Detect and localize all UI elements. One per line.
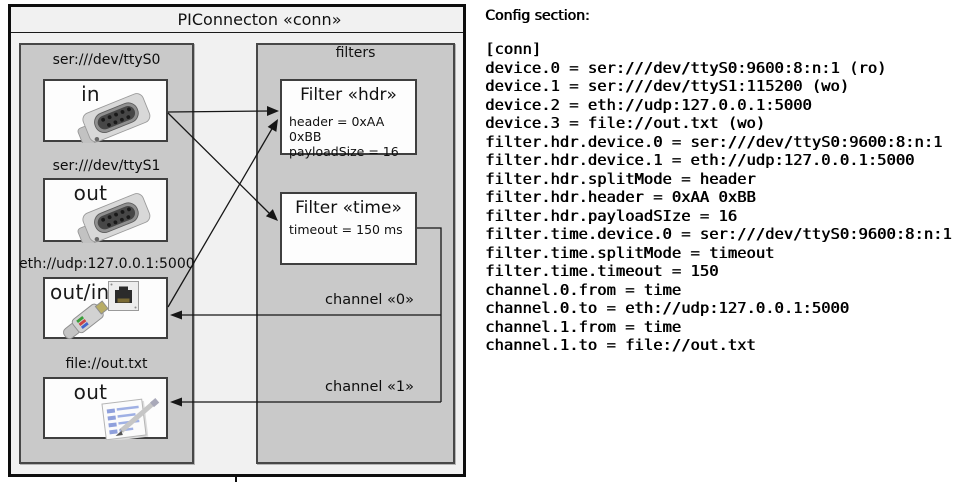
device-label-ttys0: ser:///dev/ttyS0 [52,52,161,68]
device-label-eth: eth://udp:127.0.0.1:5000 [19,256,195,272]
config-line: filter.hdr.payloadSIze = 16 [485,206,737,225]
bottom-connector-tick [235,476,237,482]
note-document-icon [101,398,160,440]
filter-time-box: Filter «time» timeout = 150 ms [280,192,417,265]
config-block: [conn] device.0 = ser:///dev/ttyS0:9600:… [485,40,952,355]
config-line: device.3 = file://out.txt (wo) [485,114,765,132]
config-line: channel.0.from = time [485,280,681,299]
filter-hdr-prop-payloadsize: payloadSize = 16 [289,144,399,159]
port-label: out/in [50,280,110,304]
channel-0-label: channel «0» [325,292,414,308]
config-line: channel.1.from = time [485,317,681,336]
config-line: filter.time.device.0 = ser:///dev/ttyS0:… [485,225,952,243]
filter-time-prop-timeout: timeout = 150 ms [289,222,403,237]
config-line: filter.hdr.header = 0xAA 0xBB [485,188,756,206]
serial-connector-icon [77,93,151,143]
diagram-title: PIConnecton «conn» [11,7,463,33]
device-box-ttys0: in [43,79,168,143]
config-line: channel.1.to = file://out.txt [485,336,756,354]
filter-hdr-box: Filter «hdr» header = 0xAA 0xBB payloadS… [280,79,417,159]
serial-connector-icon [77,193,151,243]
config-line: device.2 = eth://udp:127.0.0.1:5000 [485,95,812,114]
config-line: filter.time.timeout = 150 [485,262,719,280]
device-label-file: file://out.txt [65,356,148,372]
filter-hdr-prop-header: header = 0xAA 0xBB [289,114,385,144]
config-line: channel.0.to = eth://udp:127.0.0.1:5000 [485,299,849,317]
port-label: out [73,181,108,205]
config-line: filter.hdr.device.1 = eth://udp:127.0.0.… [485,151,915,169]
config-line: [conn] [485,40,541,58]
device-label-ttys1: ser:///dev/ttyS1 [52,158,161,174]
channel-1-label: channel «1» [325,379,414,395]
ethernet-plug-icon [63,300,109,340]
config-line: filter.hdr.device.0 = ser:///dev/ttyS0:9… [485,132,943,151]
port-label: in [81,82,100,106]
filters-panel-title: filters [335,45,376,61]
port-label: out [73,380,108,404]
ethernet-jack-icon [108,281,139,311]
filter-time-title: Filter «time» [295,198,402,218]
filter-hdr-title: Filter «hdr» [300,85,397,105]
device-box-ttys1: out [43,178,168,243]
config-line: device.0 = ser:///dev/ttyS0:9600:8:n:1 (… [485,58,887,77]
device-box-eth: out/in [43,277,168,340]
config-line: filter.time.splitMode = timeout [485,243,775,262]
config-line: filter.hdr.splitMode = header [485,169,756,188]
device-box-file: out [43,377,168,440]
config-line: device.1 = ser:///dev/ttyS1:115200 (wo) [485,77,849,95]
config-heading: Config section: [485,8,590,24]
